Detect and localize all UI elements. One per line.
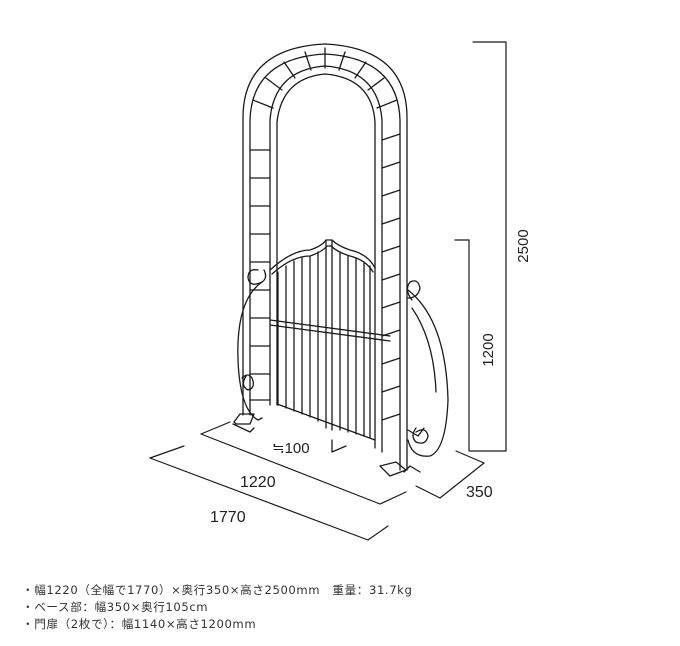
spec-line-base: ・ベース部：幅350×奥行105cm	[22, 600, 209, 614]
right-ladder-rungs	[381, 133, 401, 421]
dim-gap-label: ≒100	[272, 440, 310, 457]
gate-bars	[277, 251, 371, 439]
arch-top-rungs	[252, 47, 398, 109]
arch-frame	[242, 43, 408, 471]
dim-1770-label: 1770	[210, 509, 246, 526]
dim-350-label: 350	[466, 484, 493, 501]
dimension-lines	[149, 41, 507, 541]
base-plates	[232, 413, 425, 477]
spec-line-dimensions: ・幅1220（全幅で1770）×奥行350×高さ2500mm 重量：31.7kg	[22, 583, 413, 597]
dim-1220-label: 1220	[240, 474, 276, 491]
left-ladder-rungs	[249, 149, 271, 401]
spec-line-gate: ・門扉（2枚で）：幅1140×高さ1200mm	[22, 617, 257, 631]
dim-1200-label: 1200	[480, 333, 497, 366]
dim-2500-label: 2500	[515, 229, 532, 262]
gate	[269, 239, 391, 453]
spec-list: ・幅1220（全幅で1770）×奥行350×高さ2500mm 重量：31.7kg…	[22, 582, 412, 633]
